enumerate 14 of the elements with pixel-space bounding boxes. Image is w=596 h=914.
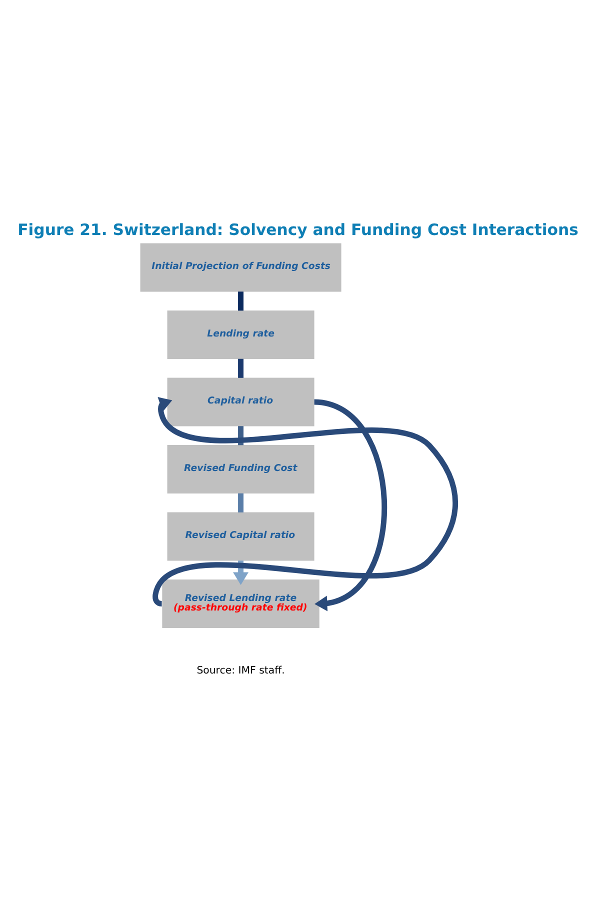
node-box: Revised Lending rate (pass-through rate fixed) (162, 579, 320, 628)
connector (238, 358, 244, 378)
caption: Source: IMF staff. (196, 665, 285, 676)
arrow (233, 560, 249, 584)
connector (238, 492, 244, 512)
arrow (314, 398, 387, 611)
connector (238, 291, 244, 310)
node-box: Initial Projection of Funding Costs (140, 242, 342, 292)
diagram-title: Figure 21. Switzerland: Solvency and Funding Cost Interactions (18, 219, 578, 238)
node-box: Capital ratio (167, 377, 314, 426)
node-box: Revised Capital ratio (167, 512, 314, 560)
node-box: Revised Funding Cost (167, 444, 314, 493)
node-box: Lending rate (167, 310, 314, 358)
connector (238, 426, 244, 445)
